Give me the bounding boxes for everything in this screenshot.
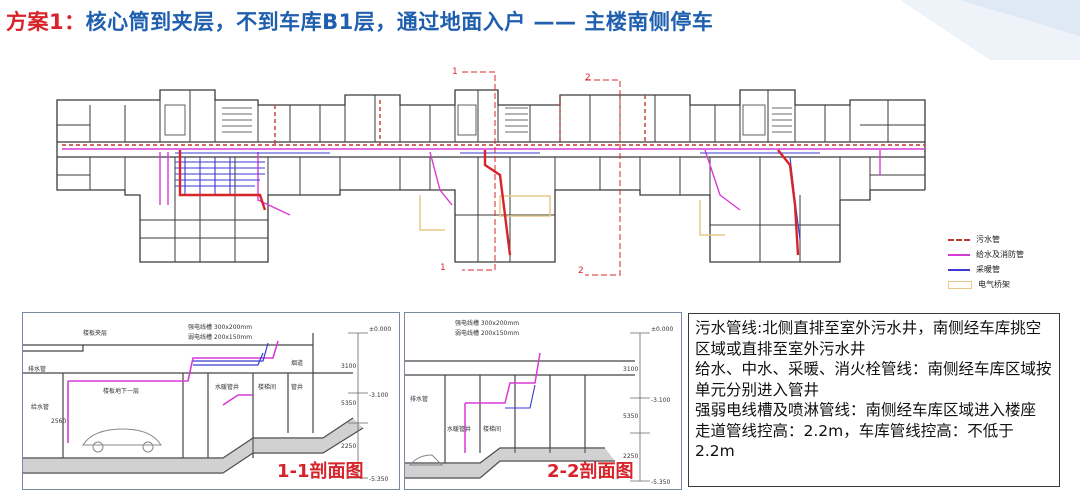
s1-dim-1: 5350 xyxy=(341,400,356,407)
notes-box: 污水管线:北侧直排至室外污水井，南侧经车库挑空区域或直排至室外污水井 给水、中水… xyxy=(688,313,1060,487)
s2-label-3: 楼梯间 xyxy=(483,425,501,433)
legend: 污水管 给水及消防管 采暖管 电气桥架 xyxy=(948,232,1024,292)
section-lines xyxy=(462,71,621,276)
legend-label: 采暖管 xyxy=(976,265,1000,274)
s1-label-6: 管井 xyxy=(291,383,303,391)
s1-label-7: 烟道 xyxy=(291,359,303,367)
s2-label-1: 弱电线槽 200x150mm xyxy=(455,329,519,337)
s1-label-1: 强电线槽 300x200mm xyxy=(188,323,252,331)
s2-label-4: 排水管 xyxy=(410,395,428,403)
s1-level-1: -3.100 xyxy=(369,392,389,399)
s2-level-0: ±0.000 xyxy=(651,326,673,333)
s2-dim-1: 5350 xyxy=(623,413,638,420)
legend-item-heating: 采暖管 xyxy=(948,262,1024,277)
s2-dim-0: 3100 xyxy=(623,366,638,373)
title-label: 方案1： xyxy=(6,10,86,34)
s1-dim-2: 2250 xyxy=(341,443,356,450)
legend-label: 污水管 xyxy=(976,235,1000,244)
sewage-pipes xyxy=(62,95,925,146)
section-1-drawing: 楼板夹层 强电线槽 300x200mm 弱电线槽 200x150mm 楼板地下一… xyxy=(23,323,391,483)
legend-item-electrical: 电气桥架 xyxy=(948,277,1024,292)
legend-label: 给水及消防管 xyxy=(976,250,1024,259)
section-2-caption: 2-2剖面图 xyxy=(547,461,634,482)
plan-walls xyxy=(56,89,926,263)
s2-label-2: 水暖管井 xyxy=(447,425,471,433)
legend-item-sewage: 污水管 xyxy=(948,232,1024,247)
section-marker-1a: 1 xyxy=(452,67,458,77)
electrical-tray xyxy=(419,195,725,236)
s1-label-2: 弱电线槽 200x150mm xyxy=(188,333,252,341)
s1-level-2: -5.350 xyxy=(369,476,389,483)
s2-level-1: -3.100 xyxy=(651,397,671,404)
section-marker-1b: 1 xyxy=(440,263,446,273)
s2-level-2: -5.350 xyxy=(651,479,671,486)
page-title: 方案1：核心筒到夹层，不到车库B1层，通过地面入户 —— 主楼南侧停车 xyxy=(6,6,713,36)
heating-pipes xyxy=(175,152,820,241)
section-1-panel: 楼板夹层 强电线槽 300x200mm 弱电线槽 200x150mm 楼板地下一… xyxy=(22,312,400,490)
s1-dim-3: 2560 xyxy=(51,418,66,425)
s1-label-9: 给水管 xyxy=(31,403,49,411)
s2-dim-2: 2250 xyxy=(623,453,638,460)
s1-label-4: 水暖管井 xyxy=(215,383,239,391)
title-text: 核心筒到夹层，不到车库B1层，通过地面入户 —— 主楼南侧停车 xyxy=(85,10,714,34)
section-2-drawing: 强电线槽 300x200mm 弱电线槽 200x150mm 水暖管井 楼梯间 排… xyxy=(405,319,673,486)
corner-decoration xyxy=(900,0,1080,60)
note-clearance: 走道管线控高：2.2m，车库管线控高：不低于2.2m xyxy=(695,421,1014,461)
note-water: 给水、中水、采暖、消火栓管线：南侧经车库区域按单元分别进入管井 xyxy=(695,360,1052,399)
s1-label-8: 排水管 xyxy=(28,365,46,373)
s2-label-0: 强电线槽 300x200mm xyxy=(455,319,519,327)
s1-label-5: 楼梯间 xyxy=(258,383,276,391)
s1-label-3: 楼板地下一层 xyxy=(103,387,139,395)
note-sewage: 污水管线:北侧直排至室外污水井，南侧经车库挑空区域或直排至室外污水井 xyxy=(695,319,1042,358)
section-2-panel: 强电线槽 300x200mm 弱电线槽 200x150mm 水暖管井 楼梯间 排… xyxy=(404,312,682,490)
note-electrical: 强弱电线槽及喷淋管线：南侧经车库区域进入楼座 xyxy=(695,401,1037,419)
legend-label: 电气桥架 xyxy=(978,280,1010,289)
section-marker-2b: 2 xyxy=(578,266,584,276)
section-marker-2a: 2 xyxy=(585,73,591,83)
s1-level-0: ±0.000 xyxy=(369,326,391,333)
s1-dim-0: 3100 xyxy=(341,363,356,370)
legend-item-water: 给水及消防管 xyxy=(948,247,1024,262)
section-1-caption: 1-1剖面图 xyxy=(277,461,364,482)
main-risers xyxy=(178,149,800,256)
s1-label-0: 楼板夹层 xyxy=(83,329,107,337)
